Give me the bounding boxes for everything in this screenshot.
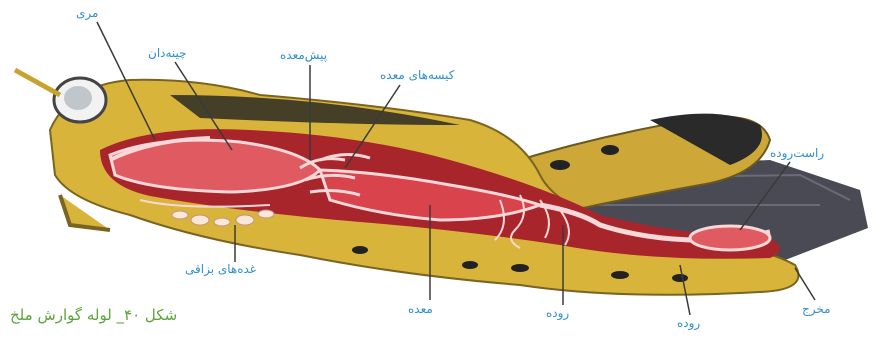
label-esophagus: مری: [76, 6, 98, 20]
label-gastric-caeca: کیسه‌های معده: [380, 68, 454, 82]
label-proventriculus: پیش‌معده: [280, 48, 327, 62]
label-salivary-glands: غده‌های بزاقی: [185, 262, 256, 276]
label-intestine-b: روده: [677, 316, 700, 330]
figure-caption: شکل ۴۰_ لوله گوارش ملخ: [10, 306, 177, 324]
rectum: [690, 226, 770, 250]
label-rectum: راست‌روده: [770, 146, 824, 160]
antenna: [15, 70, 60, 95]
label-anus: مخرج: [802, 302, 831, 316]
label-stomach: معده: [408, 302, 433, 316]
label-crop: چینه‌دان: [148, 46, 187, 60]
label-intestine-a: روده: [546, 306, 569, 320]
